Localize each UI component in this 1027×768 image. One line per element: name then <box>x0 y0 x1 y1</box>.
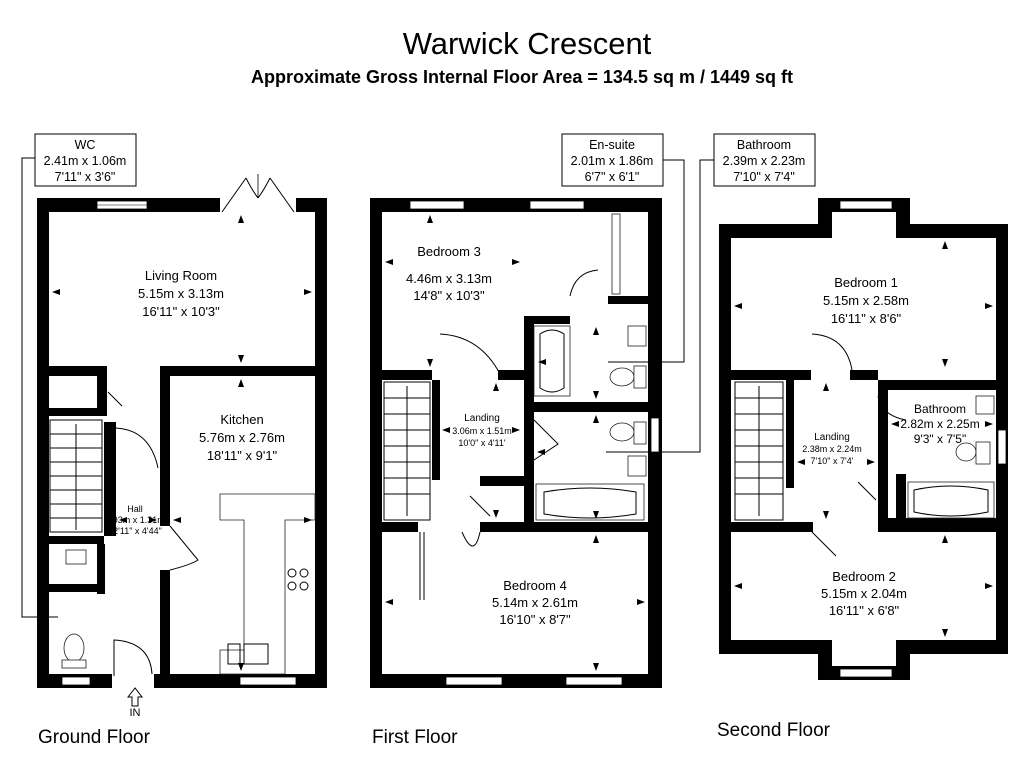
landing2-metric: 2.38m x 2.24m <box>802 444 862 454</box>
kitchen-imperial: 18'11" x 9'1" <box>207 448 278 463</box>
hall-metric: 3.93m x 1.31m <box>105 515 165 525</box>
bedroom2-name: Bedroom 2 <box>832 569 896 584</box>
first-stairs <box>383 381 431 521</box>
bedroom4-imperial: 16'10" x 8'7" <box>499 612 571 627</box>
bedroom1-imperial: 16'11" x 8'6" <box>831 311 902 326</box>
first-floor-plan: Bedroom 3 4.46m x 3.13m 14'8" x 10'3" La… <box>370 198 662 748</box>
bedroom1-name: Bedroom 1 <box>834 275 898 290</box>
second-floor-label: Second Floor <box>717 720 831 741</box>
living-room-name: Living Room <box>145 268 217 283</box>
wc-fixtures <box>61 549 87 669</box>
callout-ensuite-name: En-suite <box>589 138 635 152</box>
landing1-name: Landing <box>464 413 500 424</box>
callout-ensuite-imperial: 6'7" x 6'1" <box>585 170 640 184</box>
ground-floor-plan: IN Living Room 5.15m x 3.13m 16'11" x 10… <box>37 174 327 748</box>
landing2-imperial: 7'10" x 7'4' <box>811 456 854 466</box>
kitchen-counters <box>219 493 316 675</box>
living-room-imperial: 16'11" x 10'3" <box>142 304 220 319</box>
kitchen-metric: 5.76m x 2.76m <box>199 430 285 445</box>
bathroom2-name: Bathroom <box>914 402 966 416</box>
kitchen-name: Kitchen <box>220 412 263 427</box>
callout-ensuite: En-suite 2.01m x 1.86m 6'7" x 6'1" <box>561 133 685 363</box>
bedroom1-metric: 5.15m x 2.58m <box>823 293 909 308</box>
bedroom4-metric: 5.14m x 2.61m <box>492 595 578 610</box>
callout-wc-imperial: 7'11" x 3'6" <box>55 170 116 184</box>
bedroom3-imperial: 14'8" x 10'3" <box>413 288 485 303</box>
callout-ensuite-metric: 2.01m x 1.86m <box>571 154 654 168</box>
bedroom3-metric: 4.46m x 3.13m <box>406 271 492 286</box>
second-stairs <box>734 381 784 521</box>
bathroom2-metric: 2.82m x 2.25m <box>900 417 979 431</box>
bedroom3-name: Bedroom 3 <box>417 244 481 259</box>
callout-bathroom-name: Bathroom <box>737 138 791 152</box>
landing1-metric: 3.06m x 1.51m <box>452 426 512 436</box>
bathroom2-imperial: 9'3" x 7'5" <box>914 432 966 446</box>
entrance-label: IN <box>130 707 141 719</box>
ground-floor-label: Ground Floor <box>38 727 151 748</box>
bedroom2-metric: 5.15m x 2.04m <box>821 586 907 601</box>
hall-imperial: 12'11" x 4'44" <box>108 526 162 536</box>
entrance-arrow-icon <box>126 687 144 707</box>
bedroom4-name: Bedroom 4 <box>503 578 567 593</box>
floor-area-subtitle: Approximate Gross Internal Floor Area = … <box>251 67 793 87</box>
callout-bathroom: Bathroom 2.39m x 2.23m 7'10" x 7'4" <box>606 133 816 453</box>
bedroom2-imperial: 16'11" x 6'8" <box>829 603 900 618</box>
living-room-metric: 5.15m x 3.13m <box>138 286 224 301</box>
ground-dimension-arrows <box>52 215 312 671</box>
second-floor-plan: Bedroom 1 5.15m x 2.58m 16'11" x 8'6" La… <box>717 198 1008 741</box>
landing2-name: Landing <box>814 432 850 443</box>
ground-stairs <box>49 419 103 533</box>
first-floor-label: First Floor <box>372 727 458 748</box>
callout-bathroom-metric: 2.39m x 2.23m <box>723 154 806 168</box>
plan-title: Warwick Crescent <box>403 26 652 61</box>
callout-wc-metric: 2.41m x 1.06m <box>44 154 127 168</box>
callout-bathroom-imperial: 7'10" x 7'4" <box>733 170 795 184</box>
hall-name: Hall <box>127 504 143 514</box>
landing1-imperial: 10'0" x 4'11' <box>458 438 505 448</box>
callout-wc-name: WC <box>75 138 96 152</box>
